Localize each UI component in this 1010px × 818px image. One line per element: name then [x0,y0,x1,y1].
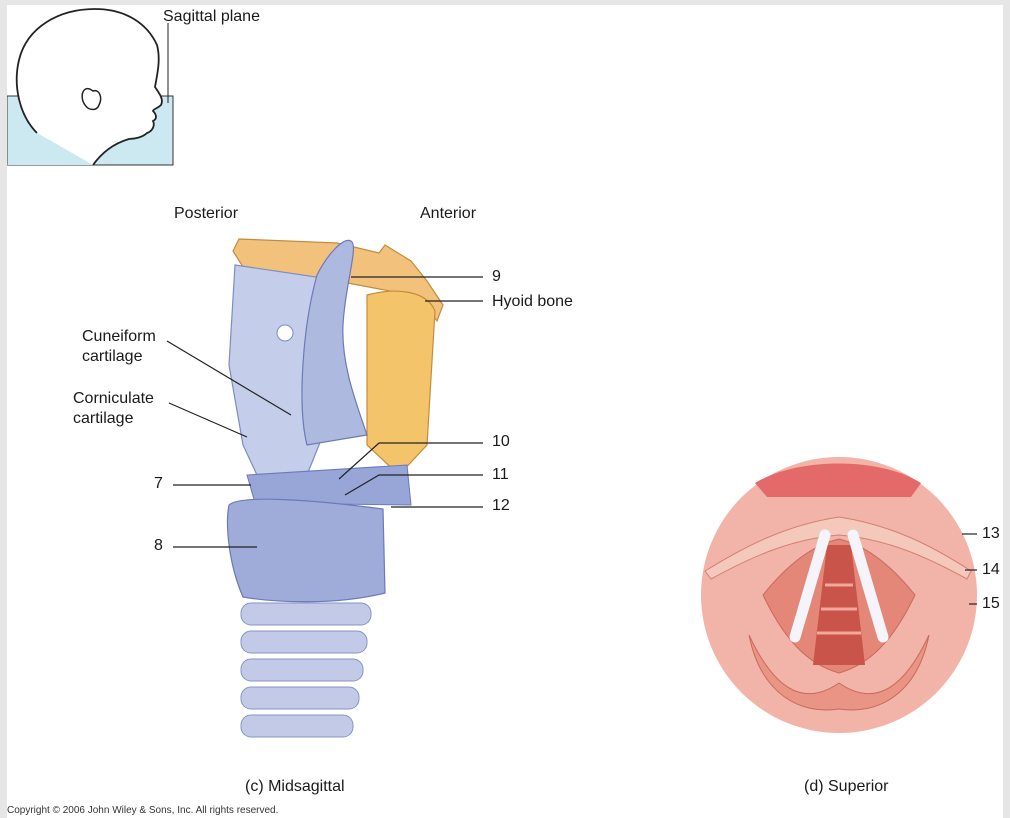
label-9: 9 [492,268,501,285]
label-14: 14 [982,561,1000,578]
rima-glottidis [813,545,865,665]
arytenoid-folds [748,634,930,711]
label-15: 15 [982,595,1000,612]
epiglottis [301,239,368,446]
trachea-rings-view [817,583,861,635]
vocal-cord-left [789,529,831,643]
label-7: 7 [154,475,163,492]
tracheal-rings [240,602,372,738]
cuneiform-label-line2: cartilage [82,348,143,365]
label-8: 8 [154,537,163,554]
caption-superior: (d) Superior [804,778,889,795]
illustration-layer [7,8,977,738]
cuneiform-label-line1: Cuneiform [82,328,156,345]
glottis-superior [701,457,977,733]
head-back-fill [7,133,93,165]
label-12: 12 [492,497,510,514]
label-10: 10 [492,433,510,450]
leader-lines-left [166,276,483,548]
sagittal-plane-label: Sagittal plane [163,8,260,25]
copyright-notice: Copyright © 2006 John Wiley & Sons, Inc.… [7,805,279,816]
cricoid-cartilage [226,498,386,603]
tongue-base [755,463,921,497]
epiglottis-rim [704,516,972,580]
head-inset [7,8,174,166]
membrane-foramen [276,324,294,342]
head-outline [15,8,163,166]
label-11: 11 [492,466,509,483]
vocal-cord-right [847,529,889,643]
corniculate-label-line1: Corniculate [73,390,154,407]
thyroid-cartilage [366,290,436,476]
diagram-canvas: Sagittal plane Posterior Anterior 9 Hyoi… [7,5,1003,818]
posterior-label: Posterior [174,205,239,222]
hyoid-bone-label: Hyoid bone [492,293,573,310]
corniculate-label-line2: cartilage [73,410,134,427]
caption-midsagittal: (c) Midsagittal [245,778,345,795]
larynx-midsagittal [226,238,444,738]
ear [81,87,102,111]
leader-lines-right [962,533,977,605]
label-13: 13 [982,525,1000,542]
anterior-label: Anterior [420,205,477,222]
vocal-fold-region [246,464,412,506]
